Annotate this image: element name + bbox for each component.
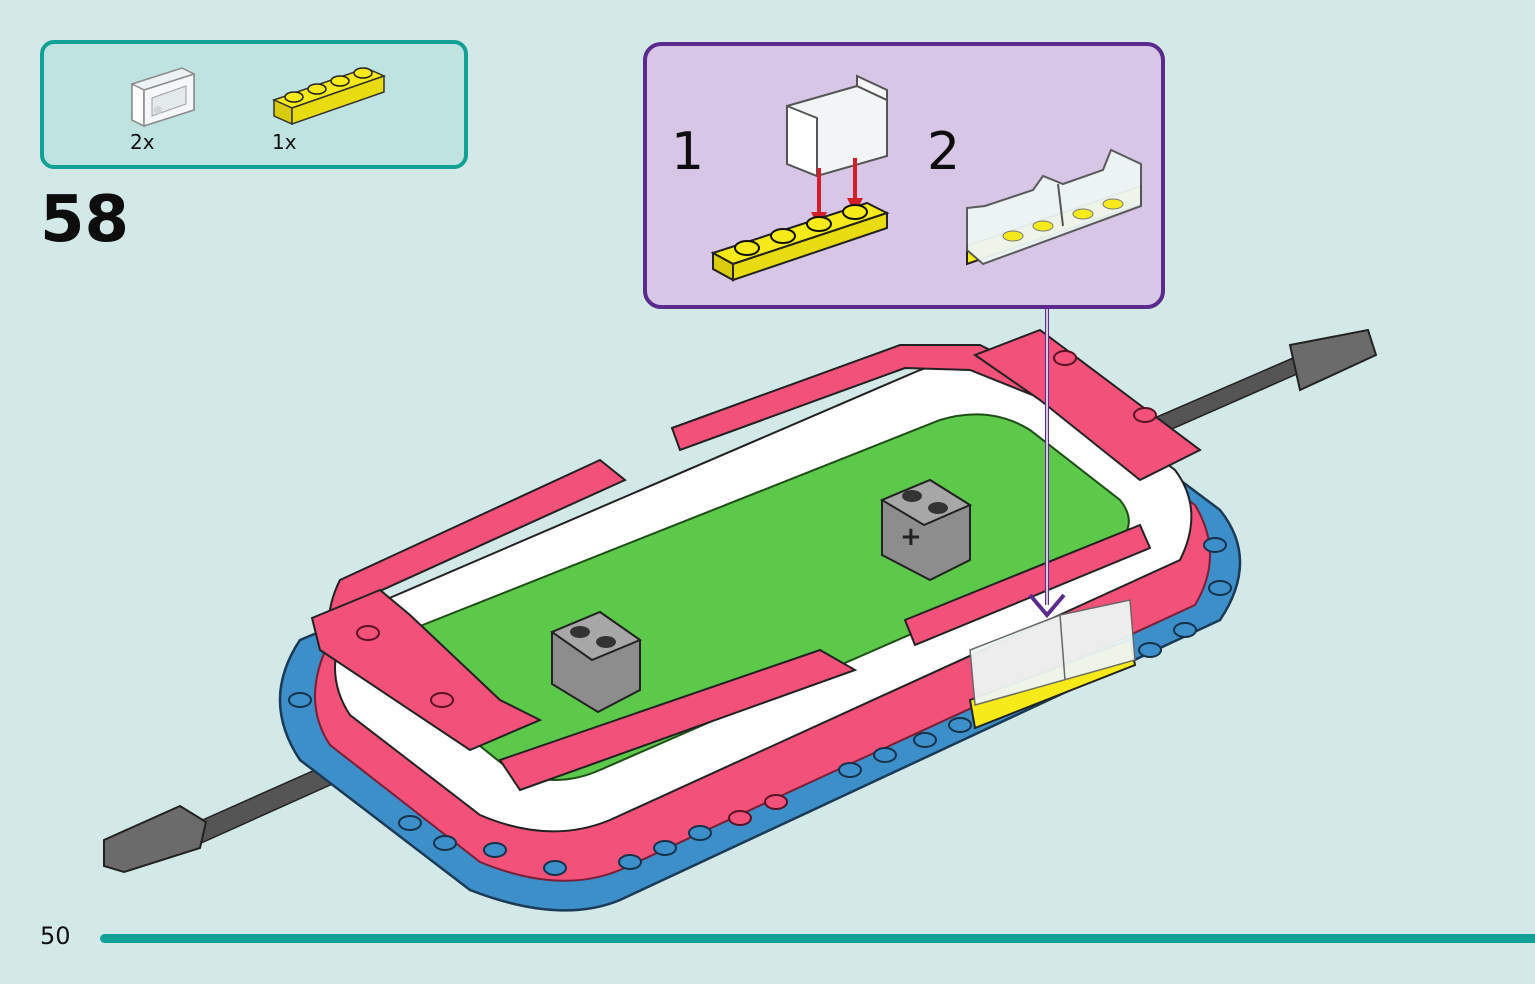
axle-right bbox=[1148, 328, 1378, 436]
pink-studs bbox=[356, 350, 1157, 826]
substep-2-illustration bbox=[966, 148, 1142, 266]
page-number: 50 bbox=[40, 922, 71, 950]
parts-list-box: 2x 1x bbox=[40, 40, 468, 169]
part-count-plate: 1x bbox=[272, 130, 297, 154]
grey-brick-right: + bbox=[879, 478, 973, 582]
pink-rail-front bbox=[498, 648, 858, 792]
pink-corner-right bbox=[972, 328, 1202, 482]
pink-rail-right bbox=[903, 523, 1152, 647]
placement-arrow bbox=[1028, 308, 1066, 619]
sub-assembly-callout: 1 2 bbox=[643, 42, 1165, 309]
new-piece-on-model bbox=[968, 599, 1137, 730]
grey-brick-left bbox=[549, 610, 643, 714]
part-count-panel: 2x bbox=[130, 130, 155, 154]
substep-1-illustration bbox=[710, 74, 890, 282]
clear-panel-part-icon bbox=[131, 67, 195, 128]
substep-number-1: 1 bbox=[671, 122, 705, 182]
base-studs bbox=[288, 537, 1232, 876]
substep-number-2: 2 bbox=[927, 122, 961, 182]
svg-text:+: + bbox=[900, 522, 922, 552]
footer-rule bbox=[100, 934, 1535, 943]
yellow-plate-part-icon bbox=[271, 67, 387, 126]
step-number: 58 bbox=[40, 183, 130, 257]
